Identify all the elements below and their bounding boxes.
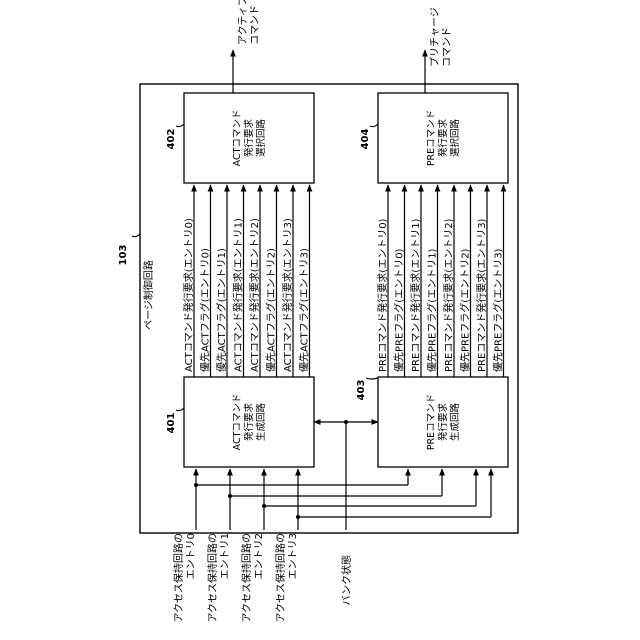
input-label-0: アクセス保持回路のエントリ0 <box>172 533 197 623</box>
act-signal-label-0: ACTコマンド発行要求(エントリ0) <box>182 218 195 372</box>
pre-sel-line-2: 発行要求 <box>437 119 449 158</box>
frame-ref-label: 103 <box>118 245 129 266</box>
act-signal-label-4: ACTコマンド発行要求(エントリ2) <box>248 218 261 372</box>
input-label-line1-1: アクセス保持回路の <box>206 533 219 623</box>
pre-gen-ref-leader <box>366 378 378 379</box>
input-junction-3 <box>296 515 300 519</box>
input-label-line2-1: エントリ1 <box>220 533 231 579</box>
frame-ref-leader <box>132 234 140 237</box>
act-signal-label-3: ACTコマンド発行要求(エントリ1) <box>232 218 245 372</box>
pre-gen-line-2: 発行要求 <box>437 403 449 442</box>
pre-signal-label-2: PREコマンド発行要求(エントリ1) <box>409 218 422 372</box>
act-sel-ref: 402 <box>166 129 177 150</box>
pre-output-line-1: プリチャージ <box>429 7 441 67</box>
act-signal-bus: ACTコマンド発行要求(エントリ0)優先ACTフラグ(エントリ0)優先ACTフラ… <box>182 185 311 377</box>
act-gen-ref: 401 <box>166 413 177 434</box>
act-gen-ref-leader <box>176 408 184 411</box>
bank-state-junction <box>344 420 348 424</box>
act-signal-label-2: 優先ACTフラグ(エントリ1) <box>215 248 228 372</box>
pre-gen-line-3: 生成回路 <box>449 403 461 442</box>
input-junction-2 <box>262 504 266 508</box>
input-label-1: アクセス保持回路のエントリ1 <box>206 533 231 623</box>
bank-state-label: バンク状態 <box>340 555 353 606</box>
pre-gen-ref: 403 <box>356 380 367 401</box>
pre-output-line-2: コマンド <box>442 27 453 67</box>
act-gen-line-1: ACTコマンド <box>232 394 243 451</box>
act-gen-line-2: 発行要求 <box>243 403 255 442</box>
input-label-line1-0: アクセス保持回路の <box>172 533 185 623</box>
input-label-line1-2: アクセス保持回路の <box>240 533 253 623</box>
act-signal-label-7: 優先ACTフラグ(エントリ3) <box>298 248 311 372</box>
pre-sel-line-3: 選択回路 <box>449 119 461 158</box>
pre-signal-label-5: 優先PREフラグ(エントリ2) <box>459 248 472 372</box>
pre-gen-line-1: PREコマンド <box>426 394 437 450</box>
act-signal-label-5: 優先ACTフラグ(エントリ2) <box>265 248 278 372</box>
input-junction-0 <box>194 483 198 487</box>
pre-sel-ref: 404 <box>360 129 371 150</box>
act-output-label: アクティブ コマンド <box>236 0 261 45</box>
act-sel-line-2: 発行要求 <box>243 119 255 158</box>
input-label-3: アクセス保持回路のエントリ3 <box>274 533 299 623</box>
input-label-line2-0: エントリ0 <box>186 533 197 579</box>
act-output-line-1: アクティブ <box>236 0 249 45</box>
pre-sel-ref-leader <box>370 124 378 127</box>
input-label-line2-3: エントリ3 <box>288 533 299 579</box>
access-hold-inputs: アクセス保持回路のエントリ0アクセス保持回路のエントリ1アクセス保持回路のエント… <box>172 469 491 623</box>
act-sel-line-1: ACTコマンド <box>232 110 243 167</box>
pre-signal-bus: PREコマンド発行要求(エントリ0)優先PREフラグ(エントリ0)PREコマンド… <box>376 185 505 377</box>
pre-signal-label-4: PREコマンド発行要求(エントリ2) <box>442 218 455 372</box>
pre-signal-label-0: PREコマンド発行要求(エントリ0) <box>376 218 389 372</box>
act-signal-label-1: 優先ACTフラグ(エントリ0) <box>199 248 212 372</box>
input-label-2: アクセス保持回路のエントリ2 <box>240 533 265 623</box>
act-signal-label-6: ACTコマンド発行要求(エントリ3) <box>281 218 294 372</box>
input-junction-1 <box>228 494 232 498</box>
pre-signal-label-6: PREコマンド発行要求(エントリ3) <box>475 218 488 372</box>
input-label-line2-2: エントリ2 <box>254 533 265 579</box>
pre-signal-label-1: 優先PREフラグ(エントリ0) <box>393 248 406 372</box>
act-output-line-2: コマンド <box>250 5 261 45</box>
pre-signal-label-3: 優先PREフラグ(エントリ1) <box>426 248 439 372</box>
pre-signal-label-7: 優先PREフラグ(エントリ3) <box>492 248 505 372</box>
act-sel-line-3: 選択回路 <box>255 119 267 158</box>
pre-output-label: プリチャージ コマンド <box>429 7 453 67</box>
frame-title: ページ制御回路 <box>142 260 155 330</box>
input-label-line1-3: アクセス保持回路の <box>274 533 287 623</box>
pre-sel-line-1: PREコマンド <box>426 110 437 166</box>
act-gen-line-3: 生成回路 <box>255 403 267 442</box>
act-sel-ref-leader <box>176 124 184 127</box>
